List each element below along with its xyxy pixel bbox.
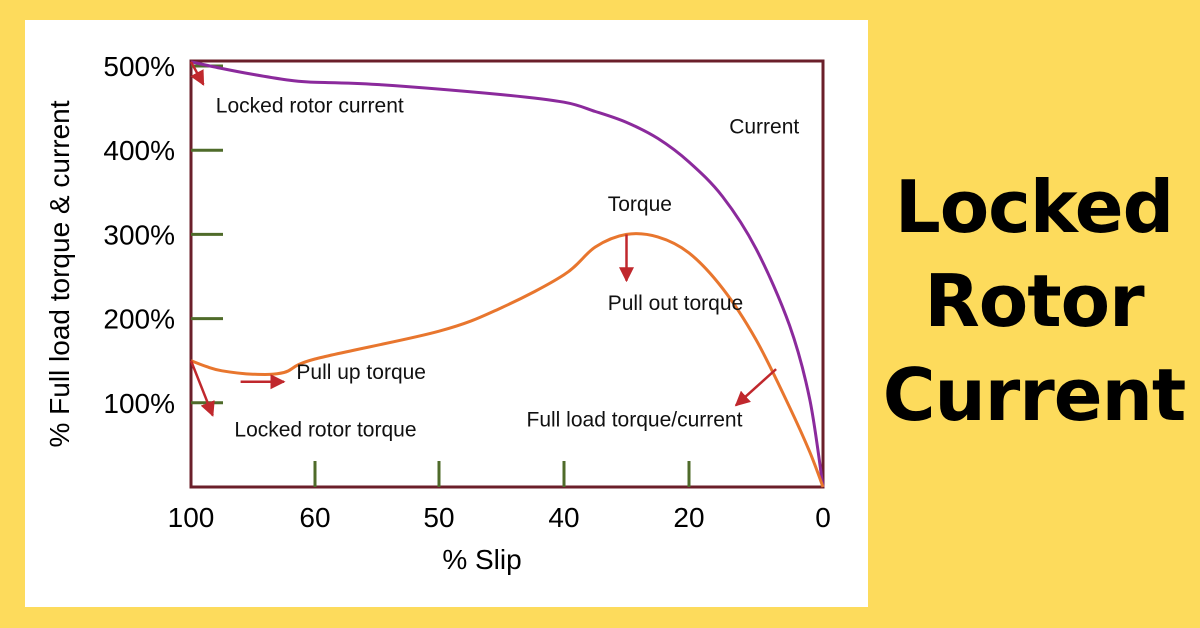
y-tick-label: 400% [103, 135, 175, 166]
x-tick-label: 60 [299, 502, 330, 533]
x-tick-label: 0 [815, 502, 831, 533]
headline-line-2: Rotor [924, 259, 1144, 343]
annotation-arrow [189, 61, 205, 86]
torque-curve [190, 232, 825, 488]
y-tick-label: 200% [103, 304, 175, 335]
slip-torque-current-chart: % Slip % Full load torque & current 500%… [44, 51, 831, 575]
current-curve [190, 60, 825, 488]
y-axis-title: % Full load torque & current [44, 100, 75, 447]
annotation-label: Torque [608, 193, 672, 216]
annotation-label: Pull up torque [296, 361, 426, 384]
annotation-label: Locked rotor torque [234, 418, 416, 441]
tick-marks [191, 64, 691, 487]
annotation-label: Full load torque/current [527, 408, 743, 431]
annotation-arrow [189, 360, 215, 417]
x-tick-label: 50 [423, 502, 454, 533]
annotation-label: Current [729, 115, 799, 138]
x-tick-label: 40 [548, 502, 579, 533]
y-tick-label: 300% [103, 219, 175, 250]
headline-line-3: Current [882, 353, 1187, 437]
chart-labels: % Slip % Full load torque & current 500%… [44, 51, 831, 575]
annotation-label: Pull out torque [608, 292, 743, 315]
headline: Locked Rotor Current [868, 160, 1200, 442]
plot-frame [189, 59, 825, 489]
x-axis-title: % Slip [442, 544, 521, 575]
annotation-label: Locked rotor current [216, 94, 404, 117]
series-lines [190, 60, 825, 488]
headline-line-1: Locked [894, 165, 1174, 249]
x-tick-label: 20 [673, 502, 704, 533]
x-tick-label: 100 [168, 502, 215, 533]
annotation-arrow [734, 368, 777, 407]
chart-panel: % Slip % Full load torque & current 500%… [25, 20, 868, 607]
y-tick-label: 100% [103, 388, 175, 419]
y-tick-label: 500% [103, 51, 175, 82]
annotation-arrows [189, 61, 777, 417]
